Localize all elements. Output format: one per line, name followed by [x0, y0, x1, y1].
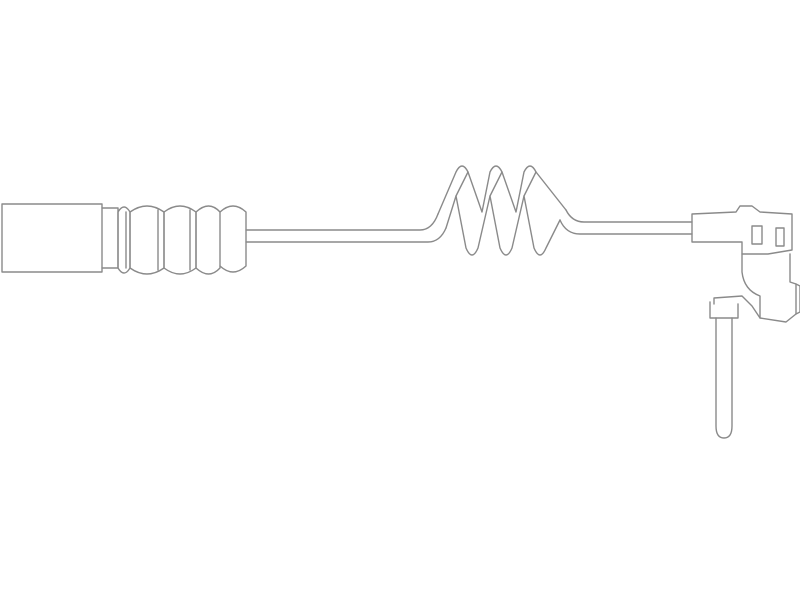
coil-cross [455, 171, 537, 197]
housing-window-left [751, 225, 763, 245]
coil-outer [437, 165, 567, 215]
sleeve-end-cap [219, 205, 247, 273]
sleeve-rib [195, 205, 221, 275]
plug-body [1, 203, 103, 273]
housing-window-right [775, 227, 785, 247]
cable [245, 209, 693, 243]
coil-spring-section [437, 165, 567, 256]
cable-top-edge [245, 213, 439, 231]
housing-side-tab [795, 283, 800, 315]
housing-latch [713, 295, 761, 319]
cable-bottom-edge [245, 227, 447, 243]
sleeve-groove [125, 209, 191, 271]
housing-lower [741, 253, 797, 323]
sensor-pin [709, 301, 739, 439]
pin-body [715, 317, 733, 439]
housing-upper [691, 205, 793, 255]
sensor-housing [691, 205, 800, 323]
grommet-sleeve [117, 205, 247, 275]
coil-inner [445, 195, 561, 256]
cable-right-top [565, 209, 693, 223]
pin-collar [709, 301, 739, 319]
cable-right-bottom [559, 219, 693, 235]
